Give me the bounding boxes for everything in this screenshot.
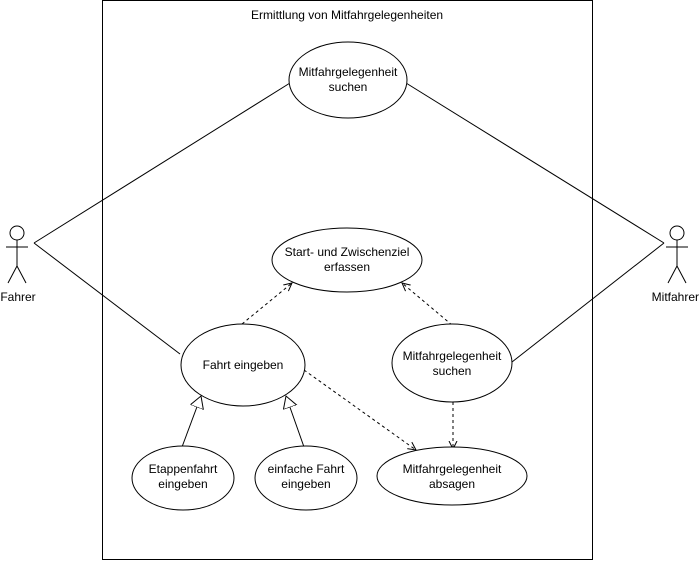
use-case-search-mid[interactable]: Mitfahrgelegenheit suchen [391,323,513,403]
actor-mitfahrer[interactable]: Mitfahrer [652,225,699,304]
use-case-etappenfahrt-line2: eingeben [158,477,207,491]
stick-figure-icon [6,225,28,284]
use-case-absagen-ellipse [376,446,528,506]
actor-fahrer[interactable]: Fahrer [0,225,36,304]
use-case-etappenfahrt-line1: Etappenfahrt [149,462,218,476]
use-case-einfache-fahrt-ellipse [254,445,358,511]
use-case-absagen[interactable]: Mitfahrgelegenheit absagen [376,446,528,506]
use-case-einfache-fahrt-line2: eingeben [281,477,330,491]
use-case-etappenfahrt[interactable]: Etappenfahrt eingeben [131,445,235,511]
use-case-search-mid-line1: Mitfahrgelegenheit [403,349,502,363]
dependency-fahrt-to-startziel [241,283,292,325]
use-case-search-mid-ellipse [391,323,513,403]
use-case-start-ziel-line1: Start- und Zwischenziel [285,245,410,259]
association-fahrer-fahrt-eingeben [33,242,181,355]
actor-fahrer-label: Fahrer [0,290,35,304]
system-boundary [102,0,593,560]
actor-mitfahrer-label: Mitfahrer [652,290,699,304]
use-case-einfache-fahrt-line1: einfache Fahrt [268,462,345,476]
use-case-search-top[interactable]: Mitfahrgelegenheit suchen [288,41,408,119]
use-case-search-mid-line2: suchen [433,364,472,378]
use-case-search-top-ellipse [288,41,408,119]
use-case-start-ziel-ellipse [271,227,423,293]
use-case-fahrt-eingeben-line1: Fahrt eingeben [203,358,284,372]
generalization-einfache-fahrt [286,396,305,448]
use-case-absagen-line1: Mitfahrgelegenheit [403,462,502,476]
use-case-start-ziel[interactable]: Start- und Zwischenziel erfassen [271,227,423,293]
association-mitfahrer-search-mid [511,242,665,363]
use-case-search-top-line2: suchen [329,80,368,94]
use-case-etappenfahrt-ellipse [131,445,235,511]
association-fahrer-search-top [33,82,291,244]
use-case-fahrt-eingeben-ellipse [180,323,306,407]
system-boundary-title: Ermittlung von Mitfahrgelegenheiten [251,8,443,22]
stick-figure-icon [666,225,688,284]
use-case-absagen-line2: absagen [429,477,475,491]
dependency-fahrt-to-absagen [303,369,416,450]
association-mitfahrer-search-top [405,82,665,244]
use-case-start-ziel-line2: erfassen [324,260,370,274]
use-case-einfache-fahrt[interactable]: einfache Fahrt eingeben [254,445,358,511]
generalization-etappenfahrt [181,396,201,448]
use-case-fahrt-eingeben[interactable]: Fahrt eingeben [180,323,306,407]
dependency-search-to-startziel [402,283,453,326]
use-case-search-top-line1: Mitfahrgelegenheit [299,65,398,79]
